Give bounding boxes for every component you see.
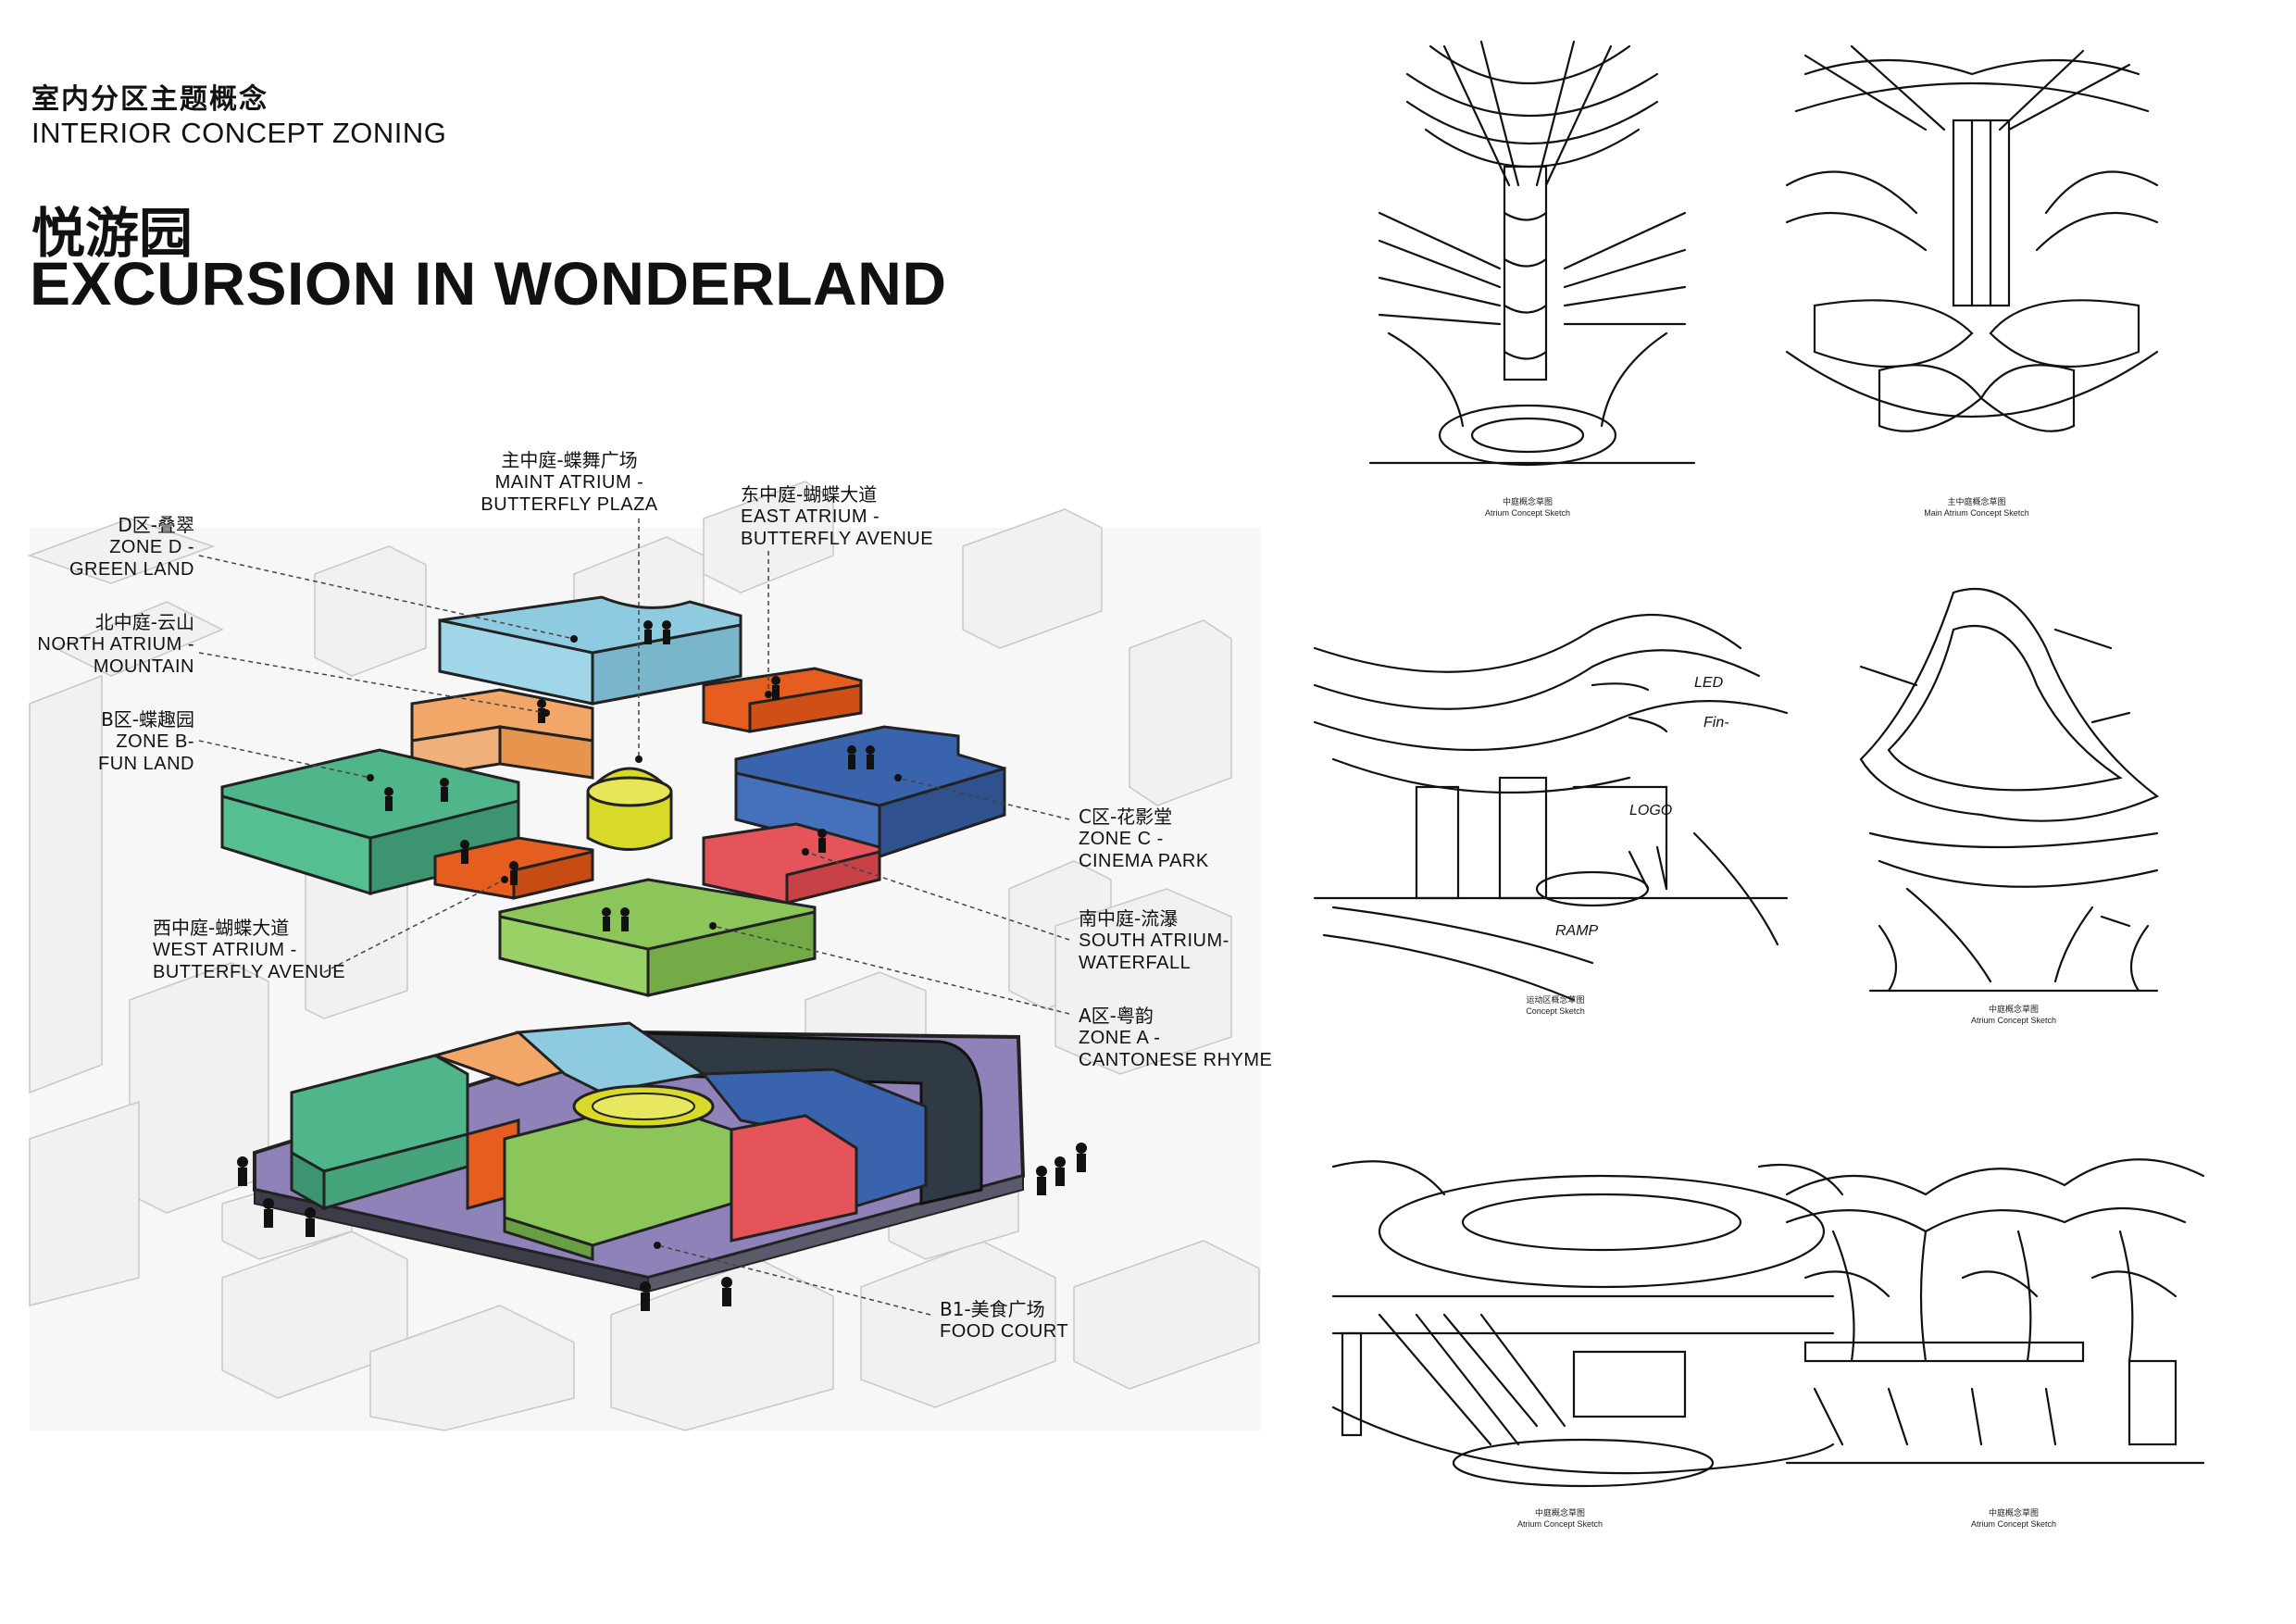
sketch-atrium-4 xyxy=(1859,588,2160,993)
human-figures xyxy=(237,620,1087,1311)
section-title-en: INTERIOR CONCEPT ZONING xyxy=(31,117,447,149)
zone-c-block xyxy=(734,725,1006,859)
sketch-note-led: LED xyxy=(1694,675,1724,691)
sketch-note-ramp: RAMP xyxy=(1555,923,1599,939)
sketch-note-fin: Fin- xyxy=(1703,715,1729,731)
ground-floor-zones xyxy=(290,1021,928,1262)
east-orange-block xyxy=(702,667,863,733)
upper-floor-zones xyxy=(220,595,1006,997)
leader-lines xyxy=(198,518,1070,1316)
sketch-note-logo: LOGO xyxy=(1629,803,1672,818)
leader-dots xyxy=(367,635,902,1249)
sketch-main-atrium xyxy=(1785,44,2159,432)
sketch-concept-3 xyxy=(1313,613,1789,1002)
theme-title-en: EXCURSION IN WONDERLAND xyxy=(30,249,947,318)
sketch-atrium-5 xyxy=(1331,1160,1844,1488)
sketch-food-court xyxy=(1785,1158,2205,1465)
south-red-block xyxy=(702,822,881,905)
theme-title-cn: 悦游园 xyxy=(31,202,193,265)
main-atrium-cylinder xyxy=(586,767,673,851)
zone-a-block xyxy=(498,878,817,997)
north-light-orange-block xyxy=(410,688,594,780)
section-title-cn: 室内分区主题概念 xyxy=(31,83,268,116)
sketch-atrium-1 xyxy=(1368,40,1696,467)
